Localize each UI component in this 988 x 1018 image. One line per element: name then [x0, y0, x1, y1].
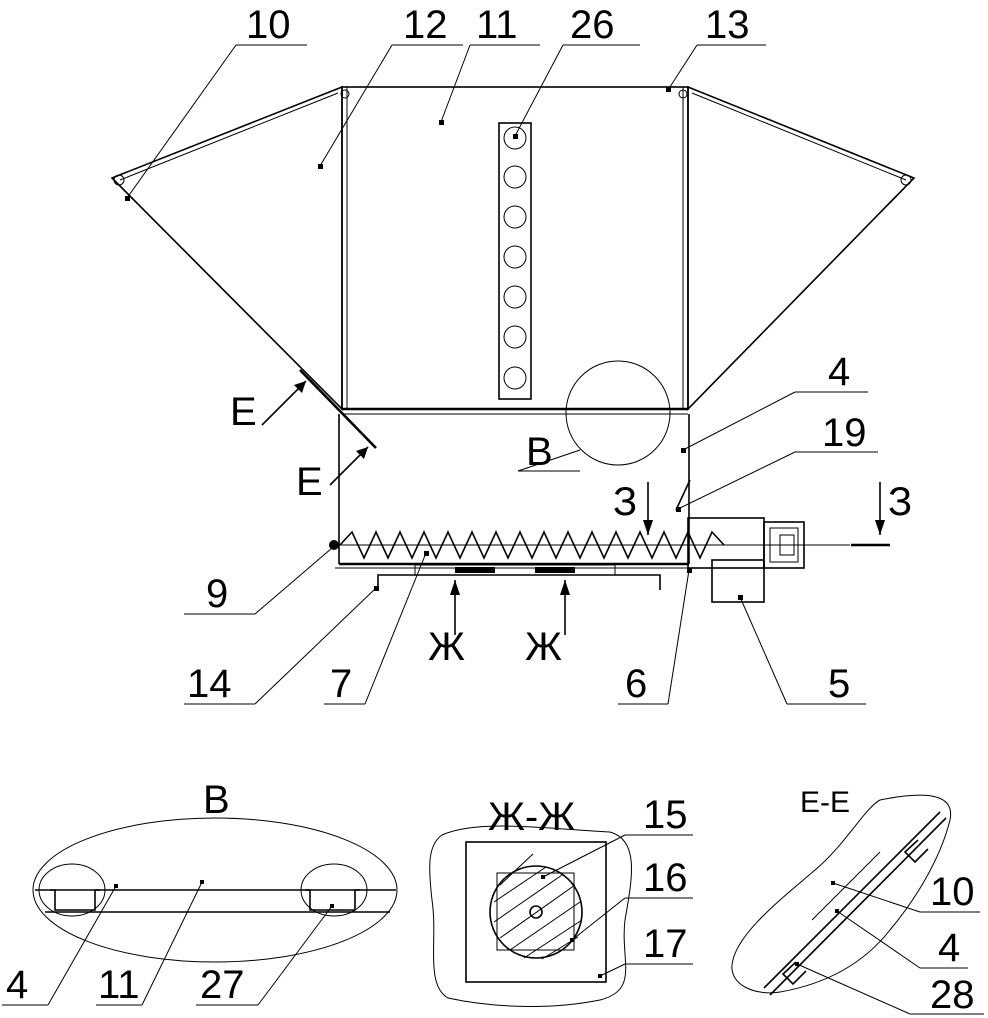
detail-e-callout-28: 28	[930, 973, 975, 1017]
main-view: 10 12 11 26 13 4 19 9 14 7 6 5 Е Е В З З…	[110, 3, 916, 706]
callout-6: 6	[625, 662, 647, 706]
detail-zh-callout-16: 16	[643, 856, 688, 900]
detail-zh: Ж-Ж 15 16 17	[429, 793, 693, 1007]
callout-13: 13	[705, 3, 750, 47]
callout-4: 4	[828, 350, 850, 394]
detail-e-callout-4: 4	[938, 926, 960, 970]
detail-e-title: Е-Е	[800, 786, 850, 819]
leaders	[126, 44, 878, 705]
detail-zh-callout-17: 17	[643, 922, 688, 966]
right-wing-panel	[687, 85, 916, 411]
left-wing-panel	[110, 85, 343, 411]
section-b: В	[526, 430, 553, 474]
callout-11: 11	[476, 3, 518, 47]
callout-14: 14	[187, 662, 232, 706]
callout-5: 5	[828, 662, 850, 706]
detail-b-callout-4: 4	[6, 963, 28, 1007]
section-z-left: З	[613, 480, 637, 524]
section-zh-right: Ж	[525, 625, 562, 669]
detail-b: В 4 11 27	[2, 778, 398, 1007]
flange-disc	[489, 865, 583, 959]
indicator-strip	[498, 122, 532, 400]
detail-e: Е-Е 10 4 28	[731, 786, 984, 1017]
detail-b-callout-11: 11	[98, 963, 140, 1007]
detail-b-circle	[565, 360, 671, 466]
detail-b-title: В	[203, 778, 230, 822]
section-e-top: Е	[230, 390, 257, 434]
callout-26: 26	[570, 3, 615, 47]
detail-zh-title: Ж-Ж	[488, 795, 575, 839]
section-zh-left: Ж	[428, 625, 465, 669]
section-e-bottom: Е	[296, 460, 323, 504]
callout-7: 7	[330, 662, 352, 706]
callout-12: 12	[403, 3, 448, 47]
callout-10: 10	[246, 3, 291, 47]
callout-19: 19	[822, 411, 867, 455]
detail-b-callout-27: 27	[200, 963, 245, 1007]
detail-zh-callout-15: 15	[643, 793, 688, 837]
callout-9: 9	[206, 572, 228, 616]
detail-e-callout-10: 10	[930, 870, 975, 914]
auger-spring	[339, 530, 725, 560]
leader-dots	[125, 120, 743, 600]
section-z-right: З	[888, 480, 912, 524]
